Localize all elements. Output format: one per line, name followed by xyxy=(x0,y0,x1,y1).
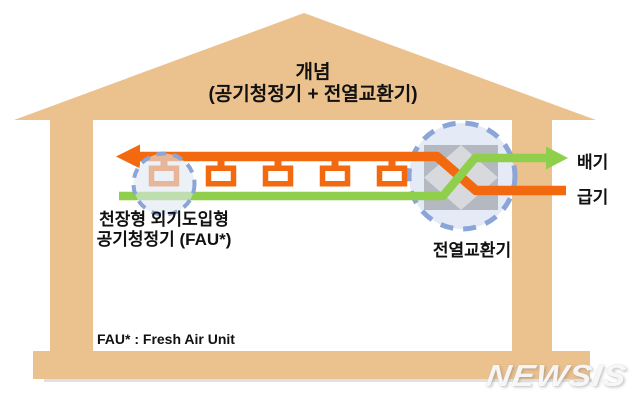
newsis-watermark: NEWSIS xyxy=(484,358,630,394)
fau-label-line2: 공기청정기 (FAU*) xyxy=(96,230,232,249)
diagram-title: 개념 (공기청정기 + 전열교환기) xyxy=(113,62,513,106)
exhaust-air-line xyxy=(119,153,548,201)
title-line2: (공기청정기 + 전열교환기) xyxy=(208,84,418,105)
exhaust-label: 배기 xyxy=(577,153,609,172)
floor-base xyxy=(33,351,590,379)
duct-connector xyxy=(274,157,282,167)
supply-duct-arrowhead-icon xyxy=(116,144,140,169)
air-purifier-unit xyxy=(262,165,294,187)
duct-connector xyxy=(331,157,339,167)
floor-shadow xyxy=(44,379,592,382)
fau-label-line1: 천장형 외기도입형 xyxy=(99,210,229,229)
duct-connector xyxy=(217,157,225,167)
air-purifier-unit xyxy=(376,165,408,187)
heat-exchanger-label: 전열교환기 xyxy=(432,241,512,260)
air-purifier-unit xyxy=(319,165,351,187)
fau-highlight-circle xyxy=(131,151,197,217)
left-wall xyxy=(50,118,93,351)
supply-label: 급기 xyxy=(577,188,609,207)
fau-footnote: FAU* : Fresh Air Unit xyxy=(97,331,235,347)
exhaust-arrowhead-icon xyxy=(546,146,568,170)
title-line1: 개념 xyxy=(295,62,331,83)
duct-connector xyxy=(388,157,396,167)
roof xyxy=(14,13,596,120)
fau-label: 천장형 외기도입형 공기청정기 (FAU*) xyxy=(64,210,264,250)
air-purifier-unit xyxy=(205,165,237,187)
